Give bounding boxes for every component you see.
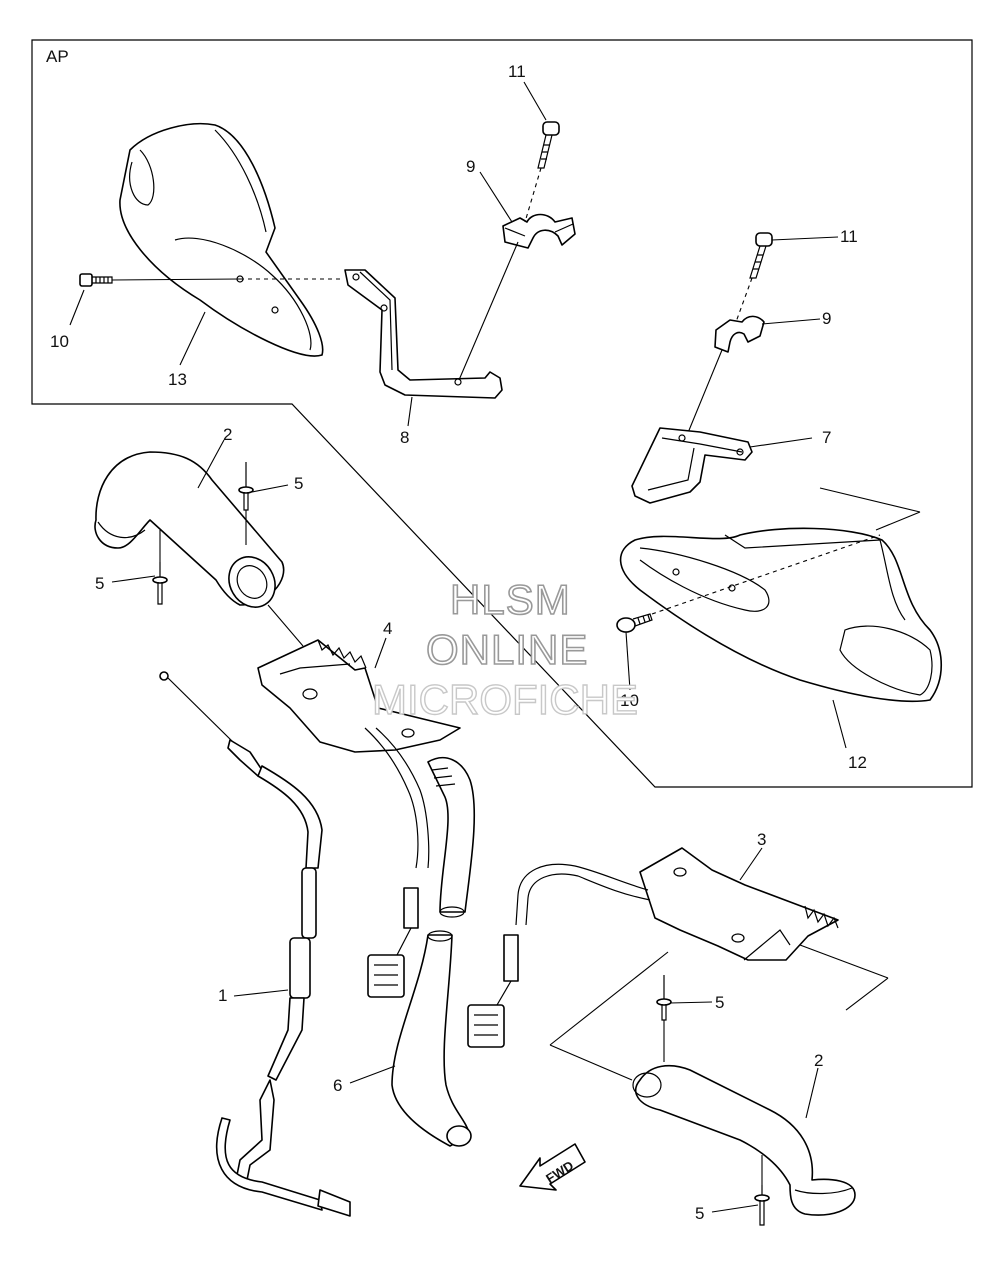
clamp-right[interactable]	[714, 315, 765, 353]
callout-3: 3	[757, 830, 766, 849]
callout-6: 6	[333, 1076, 342, 1095]
callout-9-left: 9	[466, 157, 475, 176]
rivet-2[interactable]	[152, 562, 168, 605]
callout-5-c: 5	[715, 993, 724, 1012]
bracket-left[interactable]	[344, 269, 503, 399]
callout-10-left: 10	[50, 332, 69, 351]
heater-element-right[interactable]	[639, 847, 839, 961]
callout-2-top: 2	[223, 425, 232, 444]
inset-box	[31, 39, 973, 788]
grip-heater-right[interactable]	[632, 1064, 856, 1216]
callout-2-bottom: 2	[814, 1051, 823, 1070]
bracket-right[interactable]	[631, 427, 753, 504]
heater-element-left[interactable]	[257, 639, 461, 753]
callout-1: 1	[218, 986, 227, 1005]
watermark-line-3: MICROFICHE	[372, 676, 638, 723]
clamp-left[interactable]	[502, 213, 576, 249]
callout-10-right: 10	[620, 691, 639, 710]
callout-13: 13	[168, 370, 187, 389]
rivet-1[interactable]	[238, 462, 254, 511]
callout-7: 7	[822, 428, 831, 447]
callout-4: 4	[383, 619, 392, 638]
callout-11-right: 11	[840, 227, 858, 246]
box-label: AP	[46, 47, 69, 66]
watermark-line-2: ONLINE	[426, 626, 588, 673]
callout-9-right: 9	[822, 309, 831, 328]
connector-left[interactable]	[367, 954, 405, 998]
callout-12: 12	[848, 753, 867, 772]
bolt-right[interactable]	[749, 232, 773, 279]
callout-11-left: 11	[508, 62, 526, 81]
watermark-line-1: HLSM	[450, 576, 571, 623]
callout-5-b: 5	[95, 574, 104, 593]
bolt-left[interactable]	[537, 121, 560, 169]
grip-heater-left[interactable]	[94, 451, 285, 616]
screw-left[interactable]	[79, 273, 113, 287]
callout-5-a: 5	[294, 474, 303, 493]
fwd-arrow: FWD	[519, 1143, 586, 1191]
rivet-3[interactable]	[656, 975, 672, 1021]
screw-right[interactable]	[616, 613, 653, 633]
tube-lower[interactable]	[391, 930, 472, 1147]
hand-guard-left[interactable]	[119, 122, 324, 357]
throttle-cable[interactable]	[159, 671, 351, 1217]
rivet-4[interactable]	[754, 1185, 770, 1226]
callout-5-d: 5	[695, 1204, 704, 1223]
tube-upper[interactable]	[427, 756, 476, 918]
callout-8: 8	[400, 428, 409, 447]
hand-guard-right[interactable]	[619, 527, 942, 703]
connector-right[interactable]	[467, 1004, 505, 1048]
